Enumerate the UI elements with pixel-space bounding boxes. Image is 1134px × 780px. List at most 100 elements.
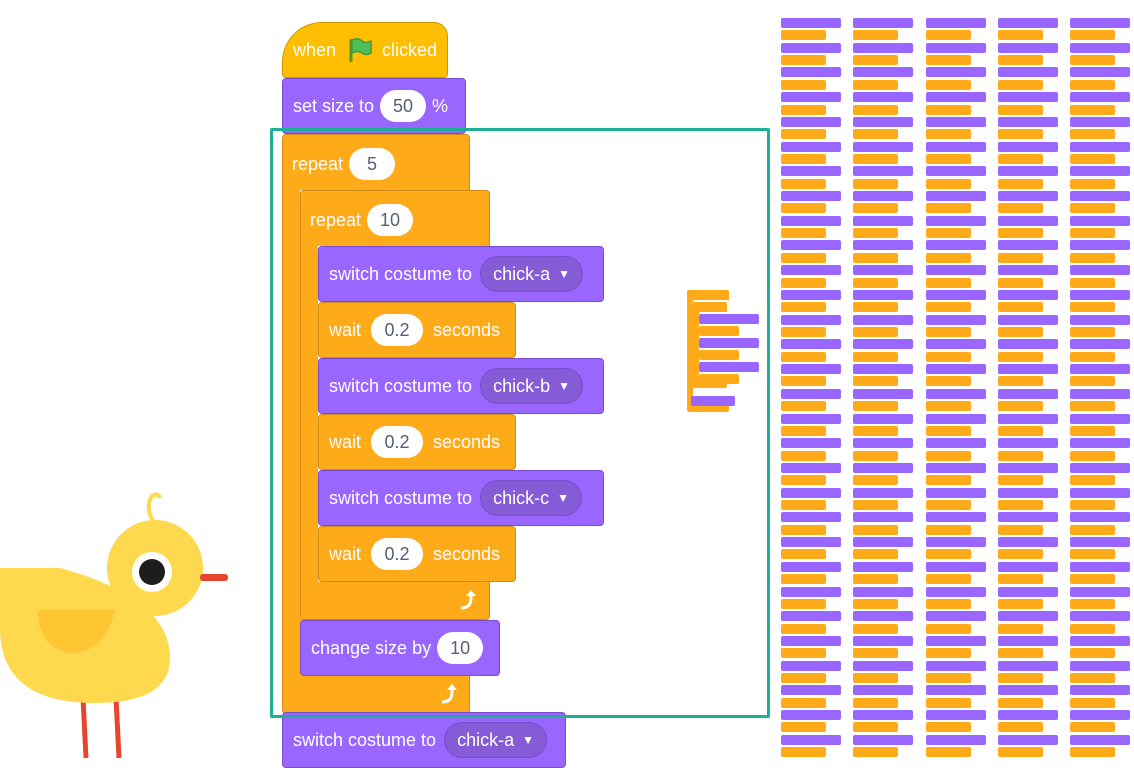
mini-wait-block — [1070, 178, 1115, 189]
mini-switch-costume-block — [926, 685, 986, 696]
mini-wait-block — [1070, 228, 1115, 239]
mini-wait-block — [926, 203, 971, 214]
mini-wait-block — [998, 351, 1043, 362]
wait-block-3[interactable]: wait 0.2 seconds — [318, 526, 516, 582]
mini-wait-block — [998, 153, 1043, 164]
mini-wait-block — [998, 79, 1043, 90]
mini-wait-block — [853, 574, 898, 585]
green-flag-icon — [349, 37, 372, 62]
mini-wait-block — [853, 277, 898, 288]
costume-dropdown-1[interactable]: chick-a▼ — [480, 256, 583, 292]
mini-wait-block — [781, 747, 826, 758]
wait-input-3[interactable]: 0.2 — [371, 538, 424, 570]
mini-wait-block — [998, 401, 1043, 412]
costume-dropdown-3[interactable]: chick-c▼ — [480, 480, 582, 516]
mini-wait-block — [998, 277, 1043, 288]
mini-switch-costume-block — [1070, 710, 1130, 721]
mini-switch-costume-block — [781, 141, 841, 152]
mini-switch-costume-block — [1070, 289, 1130, 300]
mini-switch-costume-block — [781, 487, 841, 498]
mini-switch-costume-block — [781, 191, 841, 202]
when-flag-clicked-block[interactable]: when clicked — [282, 22, 448, 78]
mini-wait-block — [926, 401, 971, 412]
mini-switch-costume-block — [998, 413, 1058, 424]
mini-wait-block — [998, 549, 1043, 560]
set-size-input[interactable]: 50 — [380, 90, 427, 122]
mini-switch-costume-block — [998, 512, 1058, 523]
costume-dropdown-final[interactable]: chick-a▼ — [444, 722, 547, 758]
wait-input-1[interactable]: 0.2 — [371, 314, 424, 346]
mini-switch-costume-block — [1070, 240, 1130, 251]
switch-costume-block-2[interactable]: switch costume to chick-b▼ — [318, 358, 604, 414]
mini-wait-block — [853, 401, 898, 412]
mini-switch-costume-block — [781, 265, 841, 276]
mini-wait-block — [998, 129, 1043, 140]
mini-wait-block — [926, 302, 971, 313]
loop-arrow-icon — [460, 590, 476, 610]
mini-switch-costume-block — [998, 215, 1058, 226]
mini-switch-costume-block — [998, 191, 1058, 202]
clicked-label: clicked — [382, 39, 438, 60]
mini-wait-block — [1070, 722, 1115, 733]
mini-switch-costume-block — [926, 92, 986, 103]
mini-wait-block — [781, 326, 826, 337]
mini-column-2 — [853, 18, 915, 760]
mini-wait-block — [998, 697, 1043, 708]
set-size-block[interactable]: set size to 50 % — [282, 78, 466, 134]
wait-input-2[interactable]: 0.2 — [371, 426, 424, 458]
mini-switch-costume-block — [853, 537, 913, 548]
mini-switch-costume-block — [998, 314, 1058, 325]
wait-label: wait — [329, 431, 362, 452]
mini-switch-costume-block — [781, 512, 841, 523]
mini-switch-costume-block — [1070, 166, 1130, 177]
seconds-label: seconds — [433, 543, 501, 564]
mini-wait-block — [781, 79, 826, 90]
mini-switch-costume-block — [1070, 413, 1130, 424]
mini-wait-block — [998, 326, 1043, 337]
mini-wait-block — [1070, 549, 1115, 560]
mini-switch-costume-block — [781, 388, 841, 399]
change-size-block[interactable]: change size by 10 — [300, 620, 500, 676]
dropdown-caret-icon: ▼ — [557, 491, 569, 505]
costume-dropdown-2[interactable]: chick-b▼ — [480, 368, 583, 404]
repeat-outer-input[interactable]: 5 — [349, 148, 396, 180]
mini-wait-block — [781, 252, 826, 263]
mini-wait-block — [926, 524, 971, 535]
wait-block-1[interactable]: wait 0.2 seconds — [318, 302, 516, 358]
mini-switch-costume-block — [853, 438, 913, 449]
switch-costume-block-1[interactable]: switch costume to chick-a▼ — [318, 246, 604, 302]
mini-switch-costume-block — [781, 462, 841, 473]
mini-switch-costume-block — [1070, 734, 1130, 745]
mini-wait-block — [853, 178, 898, 189]
mini-switch-costume-block — [1070, 537, 1130, 548]
mini-switch-costume-block — [926, 537, 986, 548]
mini-switch-costume-block — [998, 660, 1058, 671]
mini-wait-block — [926, 129, 971, 140]
mini-switch-costume-block — [1070, 191, 1130, 202]
mini-switch-costume-block — [926, 339, 986, 350]
mini-wait-block — [998, 450, 1043, 461]
mini-wait-block — [926, 153, 971, 164]
mini-switch-costume-block — [853, 18, 913, 28]
wait-block-2[interactable]: wait 0.2 seconds — [318, 414, 516, 470]
mini-switch-costume-block — [853, 710, 913, 721]
mini-switch-costume-block — [1070, 314, 1130, 325]
mini-wait-block — [926, 747, 971, 758]
mini-switch-costume-block — [781, 67, 841, 78]
mini-wait-block — [998, 648, 1043, 659]
mini-column-3 — [926, 18, 988, 760]
change-size-input[interactable]: 10 — [437, 632, 484, 664]
mini-switch-costume-block — [781, 710, 841, 721]
mini-wait-block — [1070, 648, 1115, 659]
mini-wait-block — [1070, 129, 1115, 140]
repeat-outer-label: repeat — [292, 153, 344, 174]
mini-switch-costume-block — [998, 537, 1058, 548]
repeat-inner-input[interactable]: 10 — [367, 204, 414, 236]
selection-highlight — [270, 128, 770, 718]
mini-wait-block — [998, 425, 1043, 436]
mini-switch-costume-block — [926, 314, 986, 325]
switch-costume-final-block[interactable]: switch costume to chick-a▼ — [282, 712, 566, 768]
switch-costume-block-3[interactable]: switch costume to chick-c▼ — [318, 470, 604, 526]
mini-wait-block — [1070, 623, 1115, 634]
mini-wait-block — [998, 574, 1043, 585]
